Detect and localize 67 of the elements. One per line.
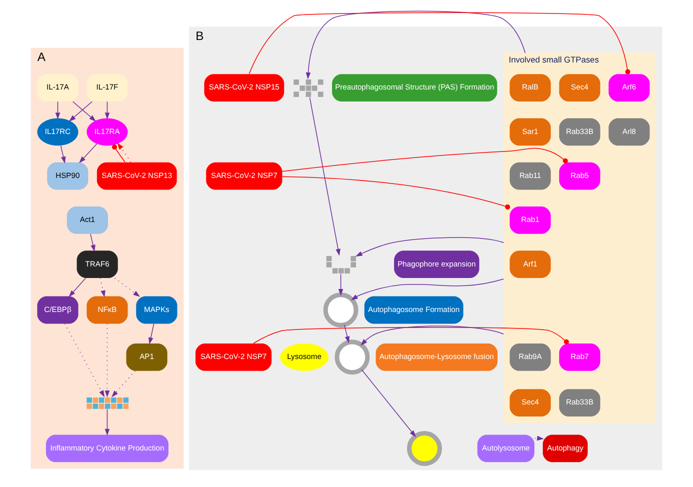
arrow <box>309 97 340 256</box>
node-box: IL-17F <box>86 74 128 102</box>
node-box: Rab1 <box>510 206 551 234</box>
arrow <box>104 323 110 398</box>
node-box: Sec4 <box>559 74 600 102</box>
arrow <box>104 408 110 436</box>
arrow <box>68 278 86 298</box>
node-box: Rab11 <box>510 162 551 190</box>
arrow <box>114 278 140 297</box>
node-box: AP1 <box>126 343 168 371</box>
node-box: NFκB <box>86 296 128 324</box>
node-box: Rab33B <box>559 118 600 146</box>
node-ellipse: IL17RC <box>37 118 78 146</box>
node-box: C/EBPβ <box>37 296 78 324</box>
arrow <box>344 324 350 344</box>
node-box: Rab9A <box>510 343 551 371</box>
node-box: Rab7 <box>559 343 600 371</box>
node-box: Arf1 <box>510 250 551 278</box>
arrow <box>112 370 136 398</box>
arrow <box>534 436 544 441</box>
arrow <box>60 145 66 164</box>
node-box: MAPKs <box>136 296 178 324</box>
node-box: Autophagosome Formation <box>364 296 464 324</box>
node-box: TRAF6 <box>76 250 118 278</box>
node-box: Autophagy <box>542 434 588 462</box>
node-ellipse: Lysosome <box>280 343 328 371</box>
node-box: Rab5 <box>559 162 600 190</box>
node-box: SARS-CoV-2 NSP7 <box>206 162 282 190</box>
arrow <box>360 326 504 346</box>
arrow <box>72 101 96 122</box>
node-box: Arf6 <box>608 74 650 102</box>
arrow <box>361 369 416 438</box>
node-box: Sar1 <box>510 118 551 146</box>
arrow <box>104 101 110 120</box>
node-box: Arl8 <box>608 118 650 146</box>
arrow <box>100 278 106 298</box>
connector <box>282 176 510 210</box>
node-box: Inflammatory Cytokine Production <box>46 434 168 462</box>
arrow <box>68 101 92 122</box>
node-ellipse: IL17RA <box>86 118 128 146</box>
connector <box>253 327 569 344</box>
arrow <box>350 278 504 300</box>
connector <box>282 148 568 172</box>
arrow <box>55 101 60 120</box>
node-box: Autophagosome-Lysosome fusion <box>376 343 498 371</box>
node-box: HSP90 <box>47 162 88 190</box>
arrow <box>338 274 344 296</box>
node-box: Sec4 <box>510 389 551 417</box>
arrow <box>117 142 132 162</box>
node-box: Autolysosome <box>477 434 534 462</box>
node-box: Act1 <box>66 206 108 234</box>
arrow <box>148 323 154 344</box>
arrow <box>64 323 105 398</box>
arrow <box>90 234 96 252</box>
node-box: IL-17A <box>37 74 78 102</box>
node-box: Rab33B <box>559 389 600 417</box>
arrow <box>306 10 526 80</box>
node-box: RalB <box>510 74 551 102</box>
node-box: SARS-CoV-2 NSP7 <box>195 343 272 371</box>
node-box: Phagophore expansion <box>394 250 480 278</box>
connector <box>248 12 630 74</box>
node-box: SARS-CoV-2 NSP13 <box>96 162 177 190</box>
connector <box>112 144 126 162</box>
node-box: SARS-CoV-2 NSP15 <box>204 74 284 102</box>
node-box: Preautophagosomal Structure (PAS) Formation <box>332 74 498 102</box>
arrow <box>355 237 504 256</box>
arrow <box>79 144 98 164</box>
